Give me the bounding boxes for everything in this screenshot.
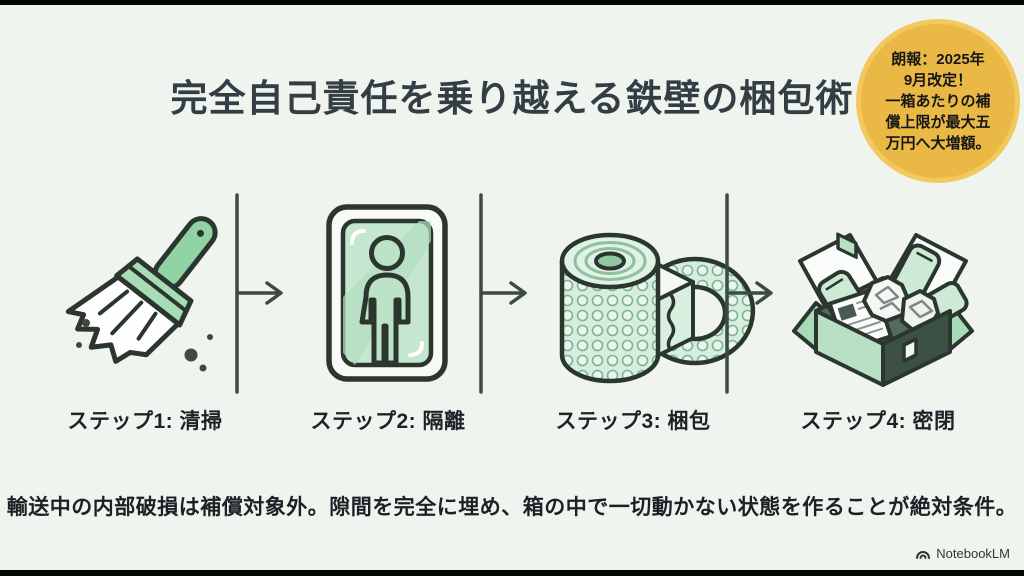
step2-label: ステップ2: 隔離: [310, 410, 466, 433]
brush-icon: [65, 216, 218, 372]
arrow-right-icon: [479, 193, 527, 394]
bubble-wrap-roll-icon: [559, 232, 756, 384]
page-title: 完全自己責任を乗り越える鉄壁の梱包術: [170, 78, 854, 119]
step-separator-2: [477, 191, 537, 401]
person-in-bag-icon: [326, 204, 448, 382]
step4-figure: [788, 203, 974, 388]
notebooklm-logo-icon: [916, 551, 931, 559]
packed-box-icon: [792, 232, 974, 387]
arrow-right-icon: [725, 193, 773, 394]
watermark: NotebookLM: [915, 546, 1010, 561]
step-separator-1: [233, 191, 293, 401]
step2-figure: [322, 201, 452, 386]
step1-figure: [65, 203, 230, 383]
step4-label: ステップ4: 密閉: [800, 410, 956, 433]
footer-note: 輸送中の内部破損は補償対象外。隙間を完全に埋め、箱の中で一切動かない状態を作るこ…: [6, 496, 1018, 519]
step-separator-3: [723, 191, 783, 401]
step3-label: ステップ3: 梱包: [555, 410, 711, 433]
slide-canvas: 完全自己責任を乗り越える鉄壁の梱包術 朗報：2025年 9月改定！ 一箱あたりの…: [0, 5, 1024, 570]
step3-figure: [545, 203, 756, 388]
watermark-label: NotebookLM: [936, 546, 1010, 561]
arrow-right-icon: [235, 193, 283, 394]
step1-label: ステップ1: 清掃: [67, 410, 223, 433]
promo-badge: 朗報：2025年 9月改定！ 一箱あたりの補 償上限が最大五 万円へ大増額。: [856, 19, 1020, 183]
